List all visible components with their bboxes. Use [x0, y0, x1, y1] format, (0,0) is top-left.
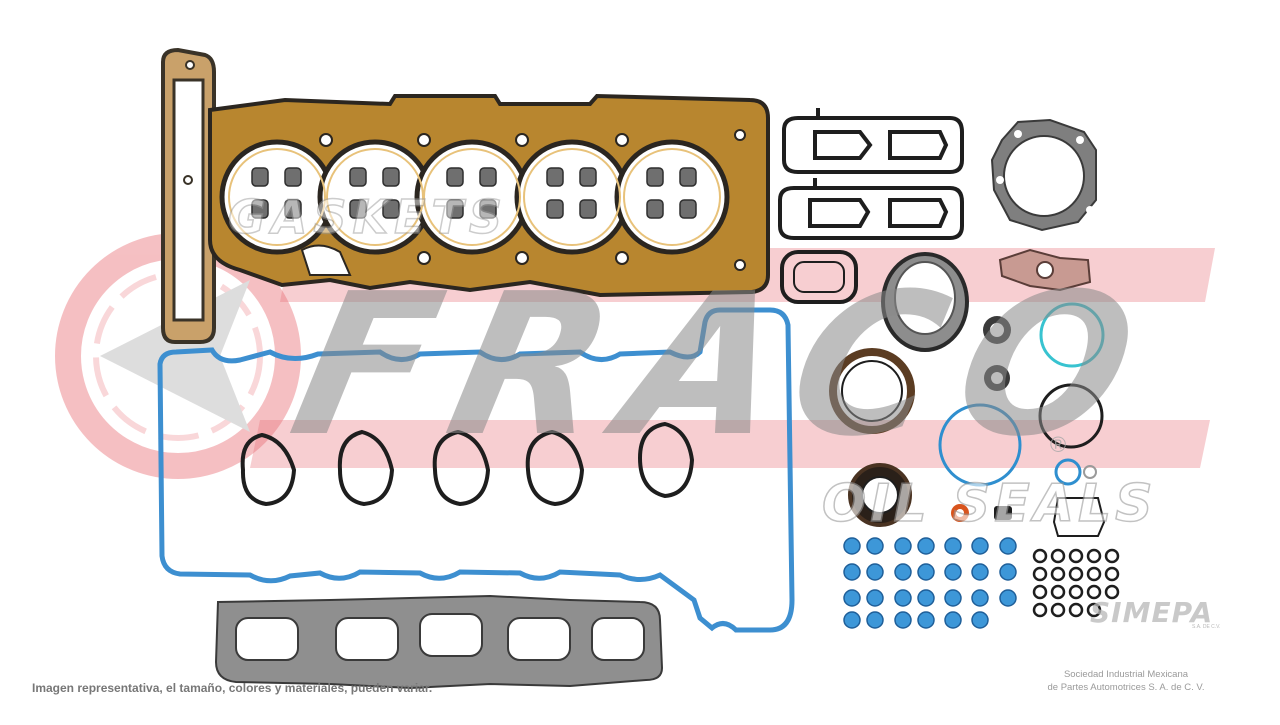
blue-seal-small [1054, 458, 1082, 486]
disclaimer-caption: Imagen representativa, el tamaño, colore… [32, 681, 433, 695]
o-ring-tiny [1083, 465, 1097, 479]
crank-rear-seal [829, 348, 915, 434]
watermark-brand-text: FRACO [275, 252, 1176, 480]
watermark-oil-seals-text: OIL SEALS [821, 473, 1157, 535]
cam-cover-rail-gasket [161, 47, 216, 344]
cylinder-head-gasket [208, 93, 770, 298]
intake-runner-gasket-upper [782, 108, 964, 174]
registered-mark: ® [1050, 432, 1067, 457]
small-seal-black-1 [983, 316, 1011, 344]
exhaust-manifold-gasket [214, 594, 664, 690]
black-plug [994, 506, 1012, 520]
watermark-gaskets-text: GASKETS [227, 189, 509, 245]
company-name: Sociedad Industrial Mexicana de Partes A… [1016, 668, 1236, 694]
company-name-line2: de Partes Automotrices S. A. de C. V. [1047, 682, 1205, 693]
teal-o-ring-large [1039, 302, 1105, 368]
exhaust-donut-gasket [881, 252, 969, 352]
valve-cover-gasket [157, 307, 795, 633]
spark-tube-seals [240, 421, 695, 507]
small-seal-black-2 [984, 365, 1010, 391]
small-o-ring-grid [1032, 548, 1120, 618]
thin-o-ring-black [1038, 383, 1104, 449]
blue-o-ring-medium [938, 403, 1022, 487]
small-rounded-gasket [780, 250, 858, 304]
intake-runner-gasket-lower [778, 178, 964, 240]
front-crank-seal [848, 463, 912, 527]
water-pump-gasket [990, 118, 1097, 232]
orange-seal [951, 504, 969, 522]
company-name-line1: Sociedad Industrial Mexicana [1063, 669, 1189, 680]
simepa-logo: SIMEPA [1090, 596, 1214, 629]
small-outline-gasket [1052, 497, 1106, 537]
valve-stem-seal-grid [843, 537, 1017, 629]
simepa-logo-subtext: S.A. DE C.V. [1192, 624, 1221, 630]
egr-gasket [998, 248, 1092, 292]
